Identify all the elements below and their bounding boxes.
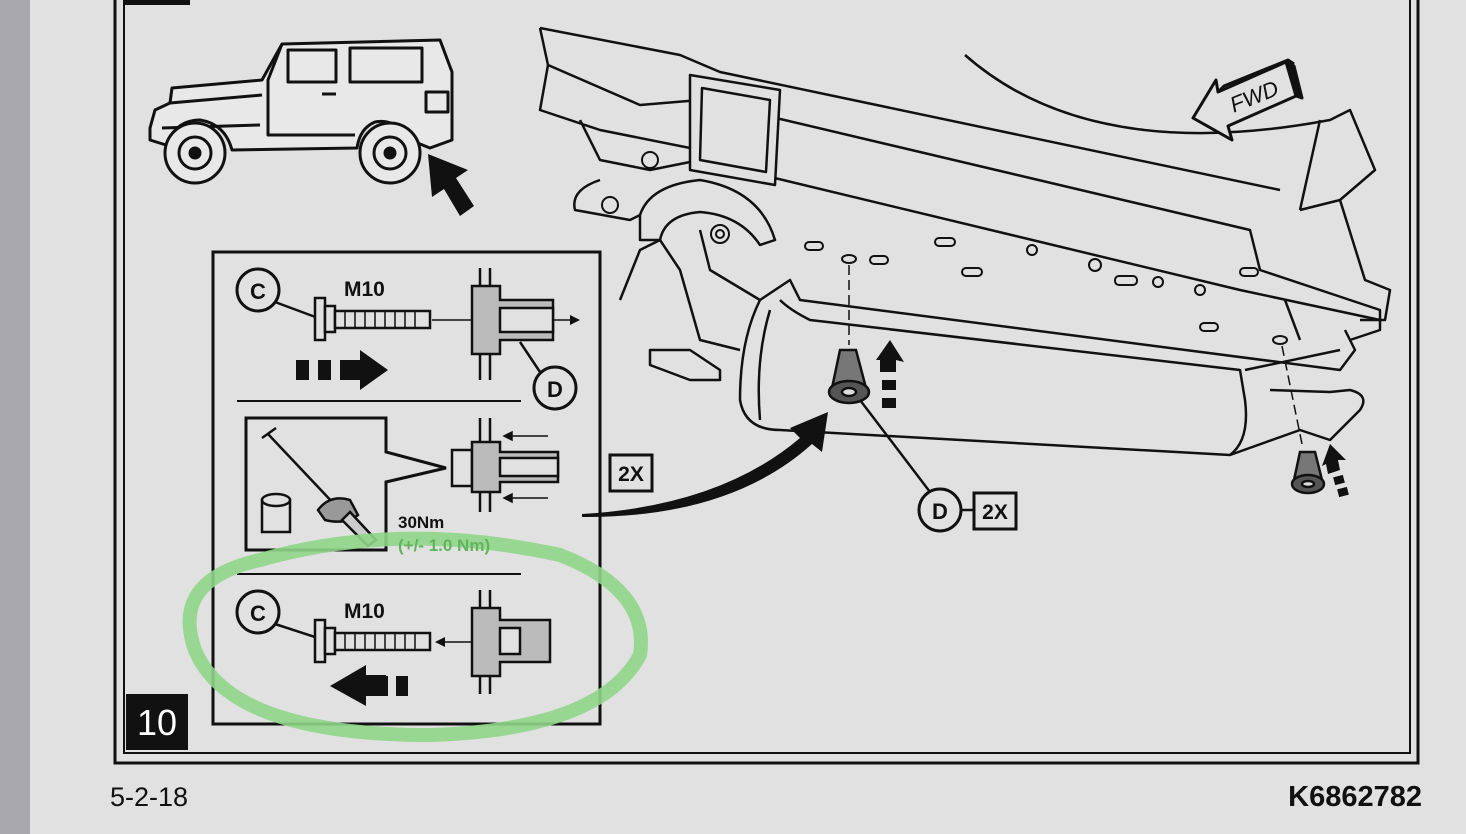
callout-d-label-1: D <box>547 377 563 402</box>
qty-label-2: 2X <box>982 501 1008 524</box>
highlight-circle <box>182 531 648 743</box>
nut-insert-small-icon <box>260 492 292 534</box>
direction-arrow-left-icon <box>330 665 408 706</box>
torque-value: 30Nm <box>398 513 444 532</box>
callout-d-circle <box>532 365 578 411</box>
step-number: 10 <box>137 702 177 743</box>
qty-label-1: 2X <box>618 463 644 486</box>
bolt-size-label-2: M10 <box>344 600 385 623</box>
top-tab <box>124 0 190 5</box>
footer-document-code: K6862782 <box>1288 781 1422 813</box>
nut-insert-part-2 <box>1290 450 1326 495</box>
nut-insert-icon <box>470 268 555 380</box>
footer-date: 5-2-18 <box>110 782 189 812</box>
qty-box-1 <box>608 453 654 493</box>
nut-insert-part-1 <box>827 348 871 405</box>
bolt-icon-2 <box>313 618 432 664</box>
qty-box-2 <box>972 491 1018 531</box>
up-arrow-icon-2 <box>1322 444 1349 498</box>
callout-c-label-1: C <box>250 279 266 304</box>
sweep-arrow-icon <box>582 412 828 518</box>
inner-frame <box>123 0 1411 754</box>
callout-c-circle-2 <box>235 589 281 635</box>
direction-arrow-right-icon <box>296 350 388 390</box>
outer-frame <box>113 0 1420 765</box>
panel-bolt-insert <box>235 267 580 411</box>
vehicle-icon <box>148 38 454 185</box>
fwd-arrow-icon <box>1191 58 1304 142</box>
panel-install-tool <box>244 416 560 552</box>
bolt-icon <box>313 296 432 342</box>
step-number-box <box>126 694 188 750</box>
callout-d-label-main: D <box>932 499 948 524</box>
tool-callout-box <box>244 416 447 552</box>
underbody-assembly <box>538 26 1392 457</box>
up-arrow-icon-1 <box>876 340 904 408</box>
nut-insert-icon-2 <box>470 590 552 694</box>
callout-c-circle <box>235 267 281 313</box>
clinch-diagram-icon <box>450 418 560 512</box>
location-arrow-icon <box>428 154 474 216</box>
underbody-holes <box>601 151 1288 345</box>
torque-tolerance: (+/- 1.0 Nm) <box>398 536 490 555</box>
centerline-dashes <box>848 265 1303 445</box>
callout-c-label-2: C <box>250 601 266 626</box>
panel-bolt-remove <box>235 589 552 706</box>
bolt-size-label-1: M10 <box>344 278 385 301</box>
